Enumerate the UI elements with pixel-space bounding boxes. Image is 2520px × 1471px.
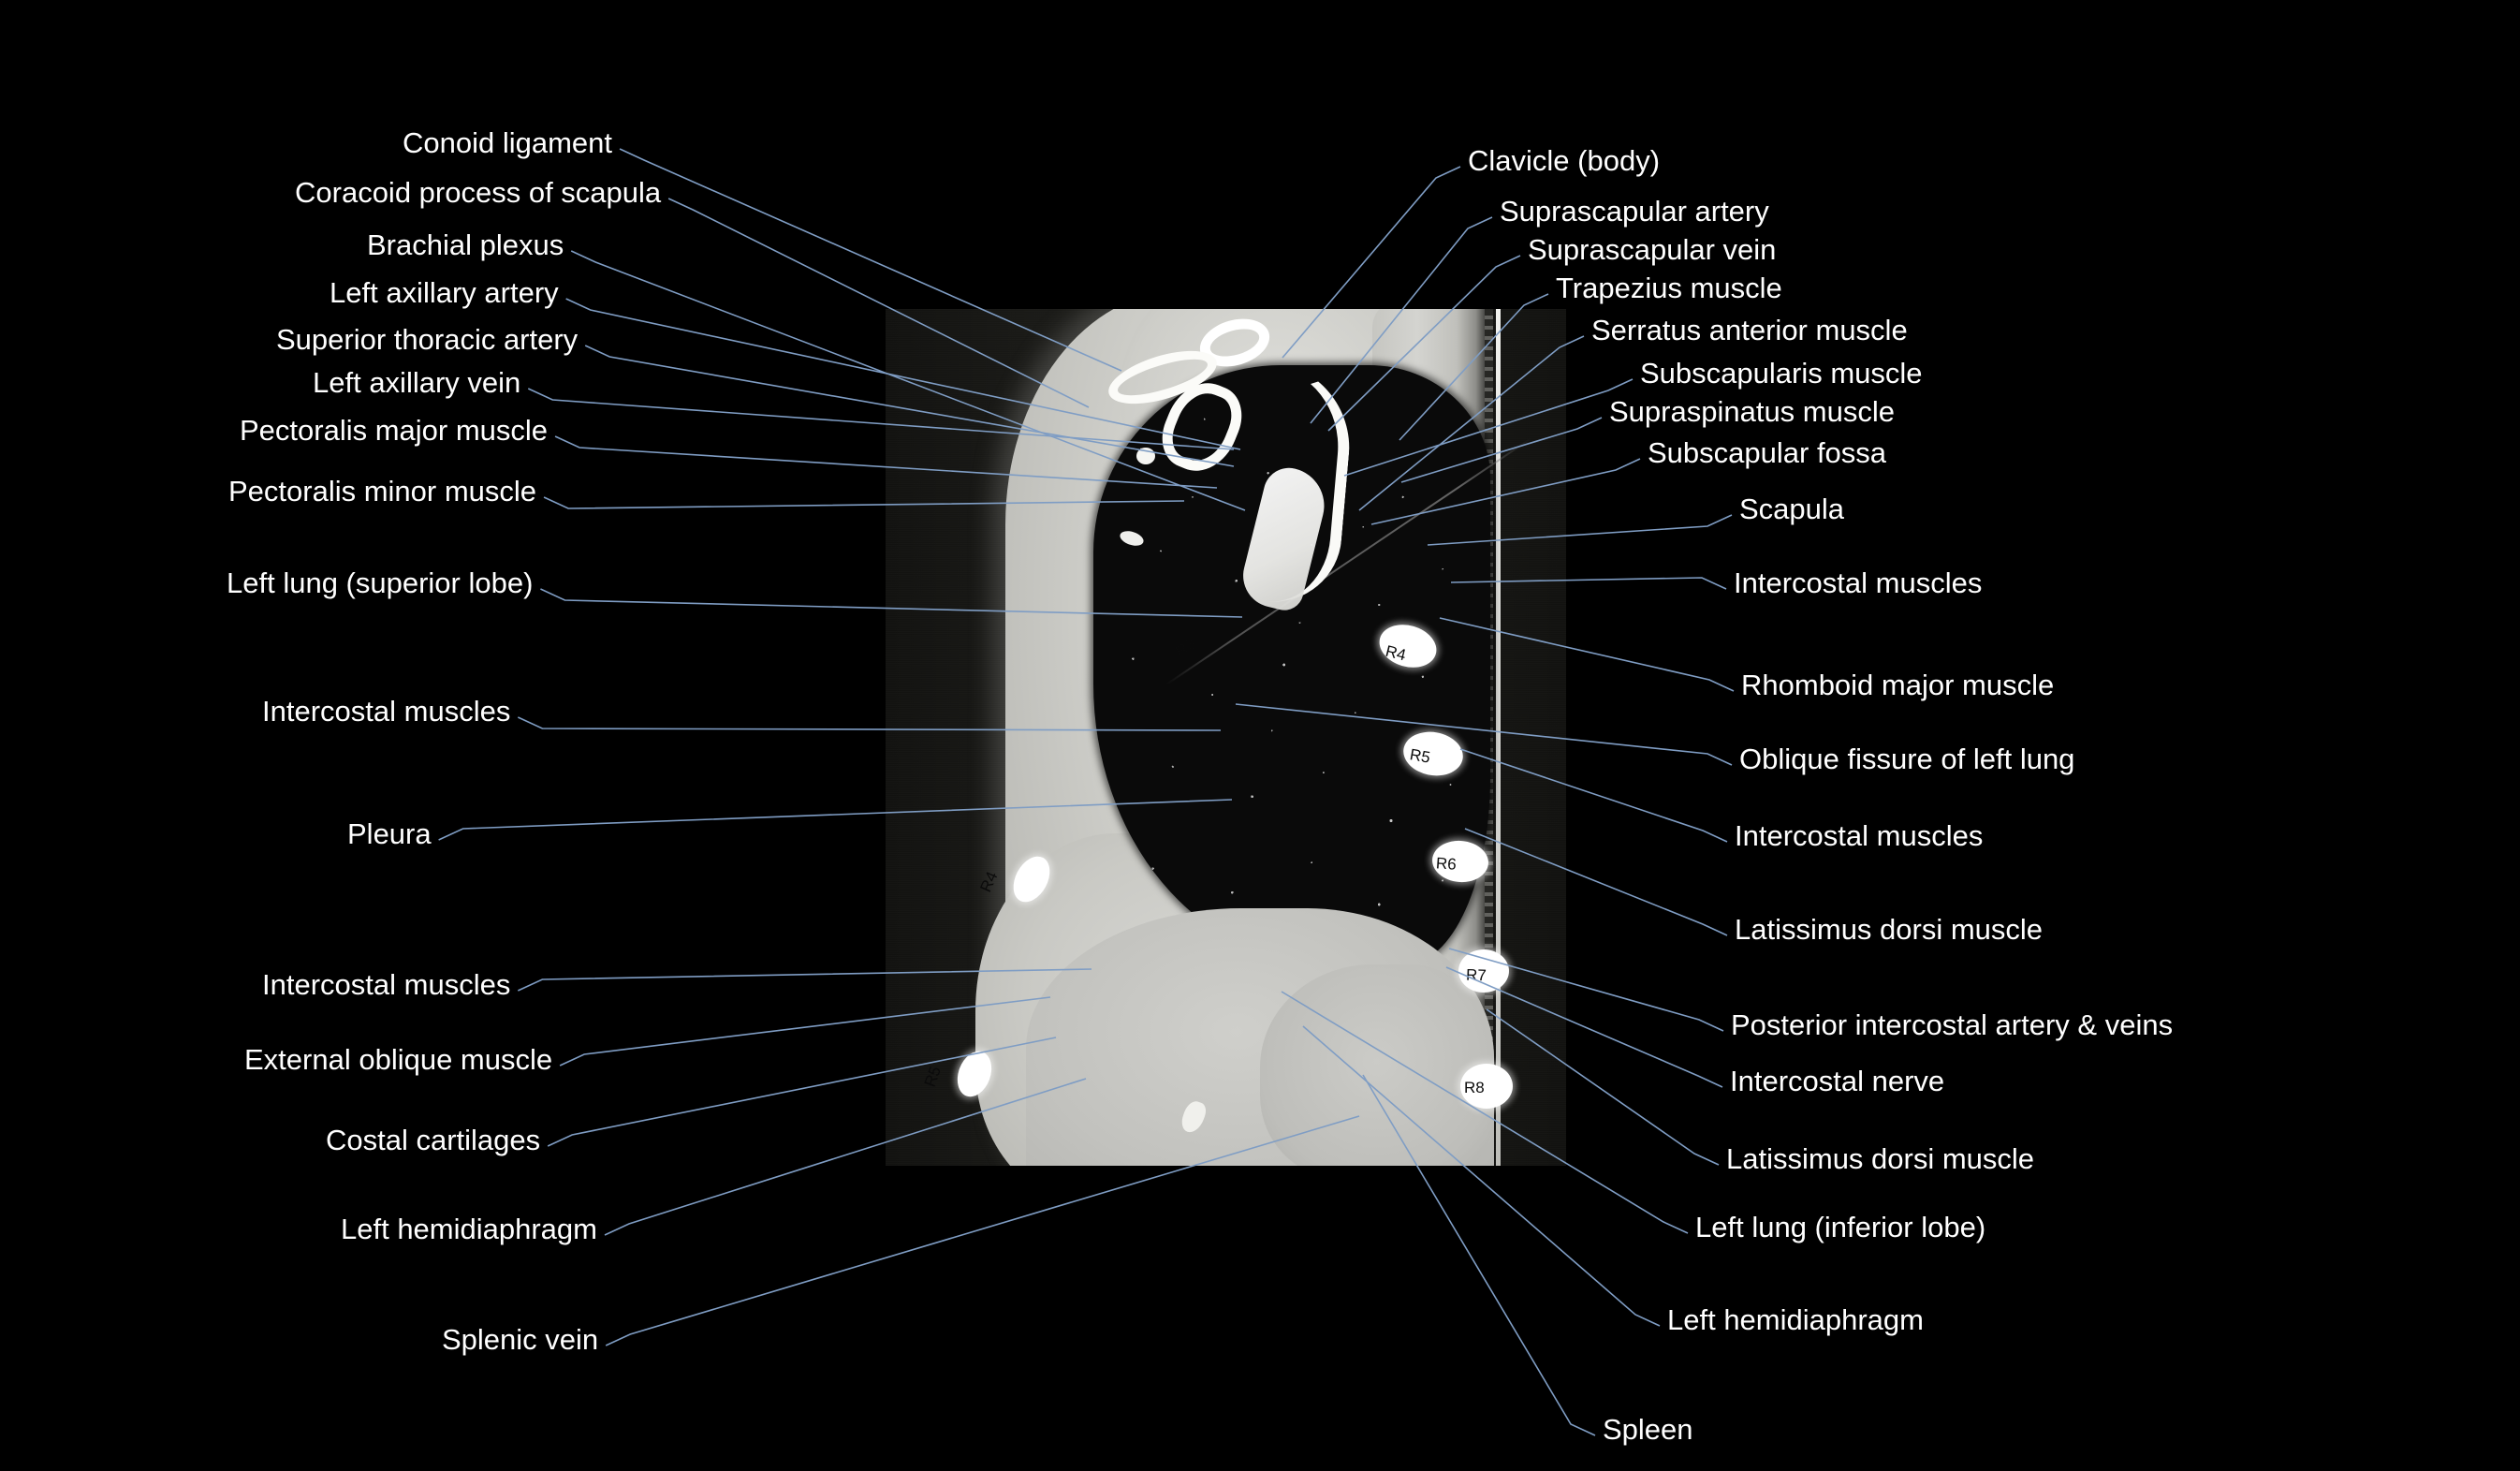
annotation-label: Left hemidiaphragm	[1667, 1303, 1924, 1336]
annotation-label: Left hemidiaphragm	[341, 1213, 597, 1245]
rib-number-label: R7	[1465, 965, 1487, 985]
annotation-label: Suprascapular vein	[1528, 233, 1777, 266]
annotation-label: Scapula	[1739, 493, 1845, 525]
annotation-label: Pectoralis minor muscle	[228, 475, 537, 507]
annotation-label: Left lung (inferior lobe)	[1695, 1211, 1986, 1243]
annotation-label: Intercostal muscles	[1735, 819, 1984, 852]
annotation-label: Intercostal nerve	[1730, 1065, 1945, 1097]
annotation-label: Trapezius muscle	[1556, 272, 1782, 304]
annotation-label: Clavicle (body)	[1468, 144, 1661, 177]
annotation-label: Brachial plexus	[367, 228, 564, 261]
annotation-label: Latissimus dorsi muscle	[1726, 1142, 2035, 1175]
annotation-label: Left axillary artery	[330, 276, 559, 309]
vertebral-column	[1496, 309, 1501, 1166]
spleen-region	[1260, 964, 1494, 1166]
annotation-label: Coracoid process of scapula	[295, 176, 662, 209]
annotation-label: Subscapular fossa	[1648, 436, 1887, 469]
vessel-cross-section	[1136, 448, 1155, 464]
annotation-label: Superior thoracic artery	[276, 323, 579, 356]
annotation-label: Costal cartilages	[326, 1124, 541, 1156]
annotation-label: Pectoralis major muscle	[240, 414, 549, 447]
annotation-label: Posterior intercostal artery & veins	[1731, 1008, 2174, 1041]
rib-number-label: R8	[1464, 1079, 1485, 1096]
annotation-label: Splenic vein	[442, 1323, 599, 1356]
rib-number-label: R6	[1435, 854, 1458, 874]
annotation-label: Suprascapular artery	[1500, 195, 1769, 228]
annotation-label: Pleura	[347, 817, 432, 850]
annotation-label: Spleen	[1603, 1413, 1693, 1446]
annotation-label: Conoid ligament	[403, 126, 613, 159]
ct-image-panel: R3R4R5R6R4R5R6R7R8R9R10R11	[886, 309, 1566, 1166]
annotation-label: Left axillary vein	[313, 366, 521, 399]
annotation-label: Intercostal muscles	[1734, 566, 1983, 599]
annotation-label: Serratus anterior muscle	[1591, 314, 1908, 346]
annotation-label: Latissimus dorsi muscle	[1735, 913, 2044, 946]
annotation-label: External oblique muscle	[244, 1043, 553, 1076]
annotation-label: Rhomboid major muscle	[1741, 669, 2055, 701]
annotation-label: Intercostal muscles	[262, 968, 511, 1001]
annotation-label: Intercostal muscles	[262, 695, 511, 728]
annotation-label: Subscapularis muscle	[1640, 357, 1923, 390]
annotation-label: Supraspinatus muscle	[1609, 395, 1895, 428]
annotation-label: Oblique fissure of left lung	[1739, 743, 2075, 775]
annotation-label: Left lung (superior lobe)	[227, 566, 534, 599]
rib-number-label: R5	[1408, 745, 1432, 767]
